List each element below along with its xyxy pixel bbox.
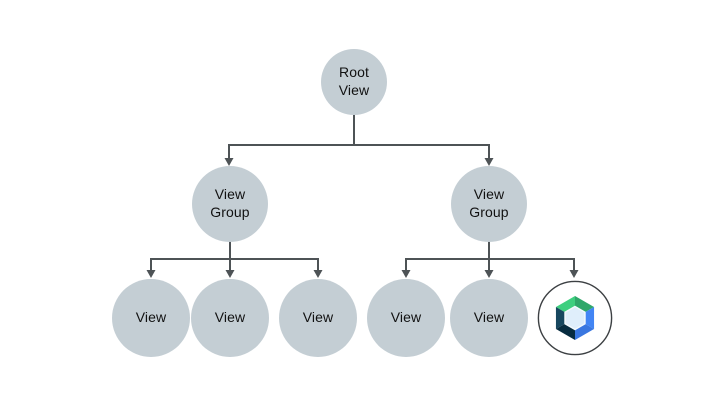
node-label: Root View [338,64,370,98]
node-label: View Group [210,186,250,220]
arrowhead [313,270,323,278]
node-root-view: Root View [321,49,387,115]
node-label: View [135,309,167,326]
node-label: View [302,309,334,326]
compose-ring-border [537,280,613,356]
arrowhead [146,270,156,278]
arrowhead [484,158,494,166]
node-label: View [214,309,246,326]
arrowhead [569,270,579,278]
arrowhead [401,270,411,278]
jetpack-compose-icon [537,280,613,356]
logo-face-green-left [555,296,575,313]
logo-face-green-right [575,296,595,313]
logo-face-blue-top [584,307,595,329]
node-label: View [390,309,422,326]
node-label: View [473,309,505,326]
logo-inner-hexagon [565,306,585,330]
node-view-5: View [450,279,528,357]
node-view-2: View [191,279,269,357]
logo-face-blue-bottom [575,323,595,340]
compose-hexagon [555,296,595,340]
node-compose [537,280,613,356]
arrowhead [224,158,234,166]
node-view-4: View [367,279,445,357]
logo-face-navy-top [555,307,566,329]
node-label: View Group [469,186,509,220]
arrowhead [484,270,494,278]
node-view-group-right: View Group [451,166,527,242]
edge-left-tee [150,258,319,272]
node-view-1: View [112,279,190,357]
arrowhead [225,270,235,278]
logo-face-navy-bottom [555,323,575,340]
node-view-3: View [279,279,357,357]
node-view-group-left: View Group [192,166,268,242]
edge-right-tee [405,258,575,272]
edge-top-tee [228,144,490,161]
arrowheads [146,158,579,278]
connector-strokes [146,114,579,278]
logo-inner-hexagon-rim [564,305,586,331]
